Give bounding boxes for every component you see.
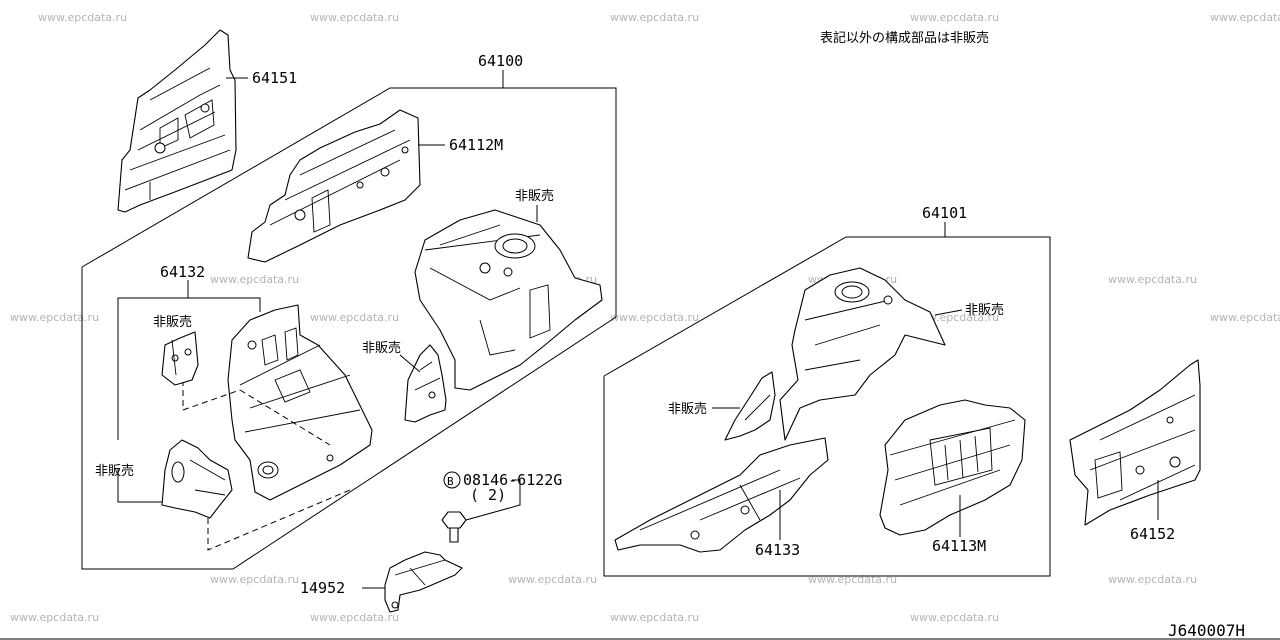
watermark: www.epcdata.ru [38,11,127,24]
not-sold-label: 非販売 [362,340,401,356]
label-64133: 64133 [755,541,800,559]
part-small-bracket-left[interactable] [404,344,447,423]
part-64151[interactable] [117,29,237,213]
watermark: www.epcdata.ru [310,11,399,24]
dash-assembly-2 [207,489,351,551]
label-64112m: 64112M [449,136,503,154]
assembly-frame-64100 [81,87,617,570]
watermark: www.epcdata.ru [1108,273,1197,286]
leader-not-sold-right-1 [934,309,963,316]
diagram-code: J640007H [1168,621,1245,640]
label-64101: 64101 [922,204,967,222]
watermark: www.epcdata.ru [1210,311,1280,324]
assembly-frame-64101 [603,236,1051,577]
not-sold-label: 非販売 [668,401,707,417]
leader-bolt [465,479,521,521]
bolt-marker-circle [443,471,461,489]
dash-assembly-1 [182,380,241,411]
bracket-64132-lower [117,468,168,503]
part-14952[interactable] [384,551,463,613]
part-gusset-upper[interactable] [161,331,199,386]
watermark: www.epcdata.ru [310,311,399,324]
watermark: www.epcdata.ru [808,573,897,586]
dash-assembly-3 [239,389,331,446]
not-sold-label: 非販売 [515,188,554,204]
part-64113m[interactable] [879,399,1026,536]
part-64112m[interactable] [247,109,421,263]
watermark: www.epcdata.ru [508,573,597,586]
part-64152[interactable] [1069,359,1201,526]
label-14952: 14952 [300,579,345,597]
watermark: www.epcdata.ru [10,311,99,324]
watermark: www.epcdata.ru [1210,11,1280,24]
label-64132: 64132 [160,263,205,281]
part-64132[interactable] [227,304,373,501]
label-64152: 64152 [1130,525,1175,543]
watermark: www.epcdata.ru [610,311,699,324]
part-support-lower[interactable] [161,439,233,519]
label-64151: 64151 [252,69,297,87]
watermark: www.epcdata.ru [910,611,999,624]
watermark: www.epcdata.ru [310,611,399,624]
not-sold-label: 非販売 [965,302,1004,318]
watermark: www.epcdata.ru [210,273,299,286]
bolt-marker: B [447,475,454,488]
watermark: www.epcdata.ru [1108,573,1197,586]
watermark: www.epcdata.ru [10,611,99,624]
not-sold-label: 非販売 [153,314,192,330]
bolt-part[interactable] [441,511,467,543]
watermark: www.epcdata.ru [610,11,699,24]
label-bolt-code: 08146-6122G [463,471,562,489]
part-64133[interactable] [614,437,829,553]
label-64113m: 64113M [932,537,986,555]
watermark: www.epcdata.ru [610,611,699,624]
part-strut-housing-left[interactable] [414,209,603,391]
not-sold-note: 表記以外の構成部品は非販売 [820,30,989,46]
part-small-bracket-right[interactable] [724,371,776,441]
part-strut-housing-right[interactable] [779,267,946,441]
watermark: www.epcdata.ru [910,11,999,24]
label-64100: 64100 [478,52,523,70]
label-bolt-qty: ( 2) [470,486,506,504]
bracket-64132 [117,297,261,440]
not-sold-label: 非販売 [95,463,134,479]
watermark: www.epcdata.ru [210,573,299,586]
leader-not-sold-2 [399,354,421,373]
